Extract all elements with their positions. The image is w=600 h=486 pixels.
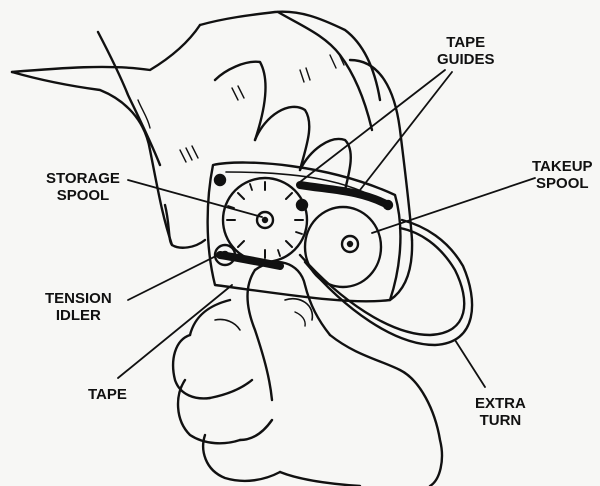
label-takeup-spool-line2: SPOOL bbox=[532, 175, 593, 192]
label-tape-guides-line2: GUIDES bbox=[437, 51, 495, 68]
upper-hand bbox=[12, 12, 412, 300]
label-tension-idler-line2: IDLER bbox=[45, 307, 112, 324]
leader-tension-idler bbox=[128, 253, 222, 300]
label-tension-idler-line1: TENSION bbox=[45, 290, 112, 307]
leader-extra-turn bbox=[455, 340, 485, 387]
leader-tape bbox=[118, 285, 232, 378]
storage-spool bbox=[223, 178, 307, 262]
label-tape: TAPE bbox=[88, 386, 127, 403]
label-extra-turn-line1: EXTRA bbox=[475, 395, 526, 412]
label-extra-turn-line2: TURN bbox=[475, 412, 526, 429]
leader-lines bbox=[118, 70, 535, 387]
leader-tape-guides-left bbox=[300, 70, 445, 182]
label-takeup-spool: TAKEUP SPOOL bbox=[532, 158, 593, 192]
label-storage-spool: STORAGE SPOOL bbox=[46, 170, 120, 204]
label-takeup-spool-line1: TAKEUP bbox=[532, 158, 593, 175]
label-storage-spool-line2: SPOOL bbox=[46, 187, 120, 204]
label-tape-line1: TAPE bbox=[88, 386, 127, 403]
lower-hand bbox=[173, 262, 442, 486]
label-extra-turn: EXTRA TURN bbox=[475, 395, 526, 429]
tape-path bbox=[220, 185, 472, 345]
label-tension-idler: TENSION IDLER bbox=[45, 290, 112, 324]
label-tape-guides-line1: TAPE bbox=[437, 34, 495, 51]
label-storage-spool-line1: STORAGE bbox=[46, 170, 120, 187]
label-tape-guides: TAPE GUIDES bbox=[437, 34, 495, 68]
